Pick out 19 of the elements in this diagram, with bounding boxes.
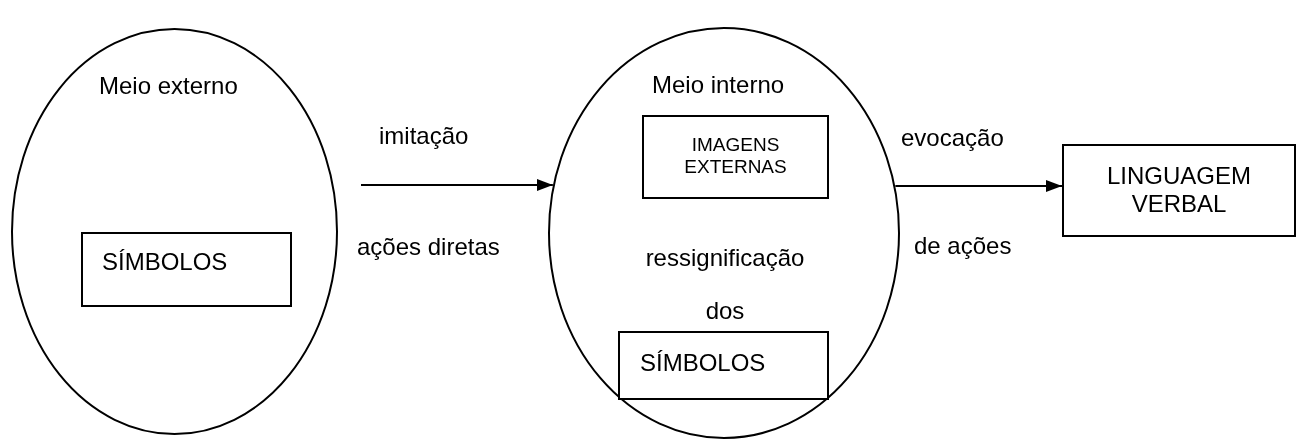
- ellipse-heading: Meio externo: [99, 72, 238, 100]
- arrow-caption: ações diretas: [357, 233, 500, 261]
- arrow-caption: de ações: [914, 232, 1012, 260]
- ellipse-shape: [548, 27, 900, 439]
- concept-box: [81, 232, 292, 307]
- arrow: [894, 180, 1063, 192]
- edge-label: evocação: [901, 124, 1004, 152]
- arrow: [360, 179, 554, 191]
- concept-box: [1062, 144, 1296, 237]
- edge-label: imitação: [379, 122, 469, 150]
- box-label: SÍMBOLOS: [102, 248, 228, 276]
- box-label: IMAGENS EXTERNAS: [683, 134, 788, 178]
- box-label: SÍMBOLOS: [640, 349, 766, 377]
- box-label: LINGUAGEM VERBAL: [1106, 162, 1252, 218]
- concept-box: [618, 331, 829, 400]
- concept-box: [642, 115, 829, 199]
- ellipse-heading: Meio interno: [652, 71, 785, 99]
- ellipse-shape: [11, 28, 338, 435]
- ellipse-text: ressignificação dos: [644, 243, 806, 326]
